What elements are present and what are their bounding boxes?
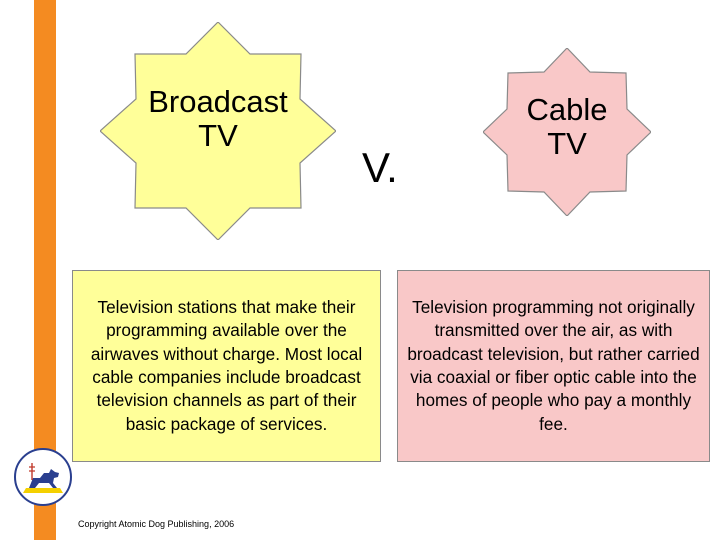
cable-tv-title: Cable TV <box>526 92 608 161</box>
star-shape-icon <box>100 22 336 240</box>
copyright-text: Copyright Atomic Dog Publishing, 2006 <box>78 519 235 529</box>
cable-tv-definition-box: Television programming not originally tr… <box>397 270 710 462</box>
broadcast-tv-definition-box: Television stations that make their prog… <box>72 270 381 462</box>
cable-tv-star: Cable TV <box>483 48 651 216</box>
cable-tv-definition: Television programming not originally tr… <box>407 296 700 434</box>
broadcast-tv-title: Broadcast TV <box>148 84 288 153</box>
broadcast-tv-star: Broadcast TV <box>100 22 336 240</box>
broadcast-tv-definition: Television stations that make their prog… <box>90 296 363 434</box>
accent-bar <box>34 0 56 540</box>
star-shape-icon <box>483 48 651 216</box>
atomic-dog-logo-icon <box>14 448 72 506</box>
versus-label: V. <box>362 144 398 191</box>
